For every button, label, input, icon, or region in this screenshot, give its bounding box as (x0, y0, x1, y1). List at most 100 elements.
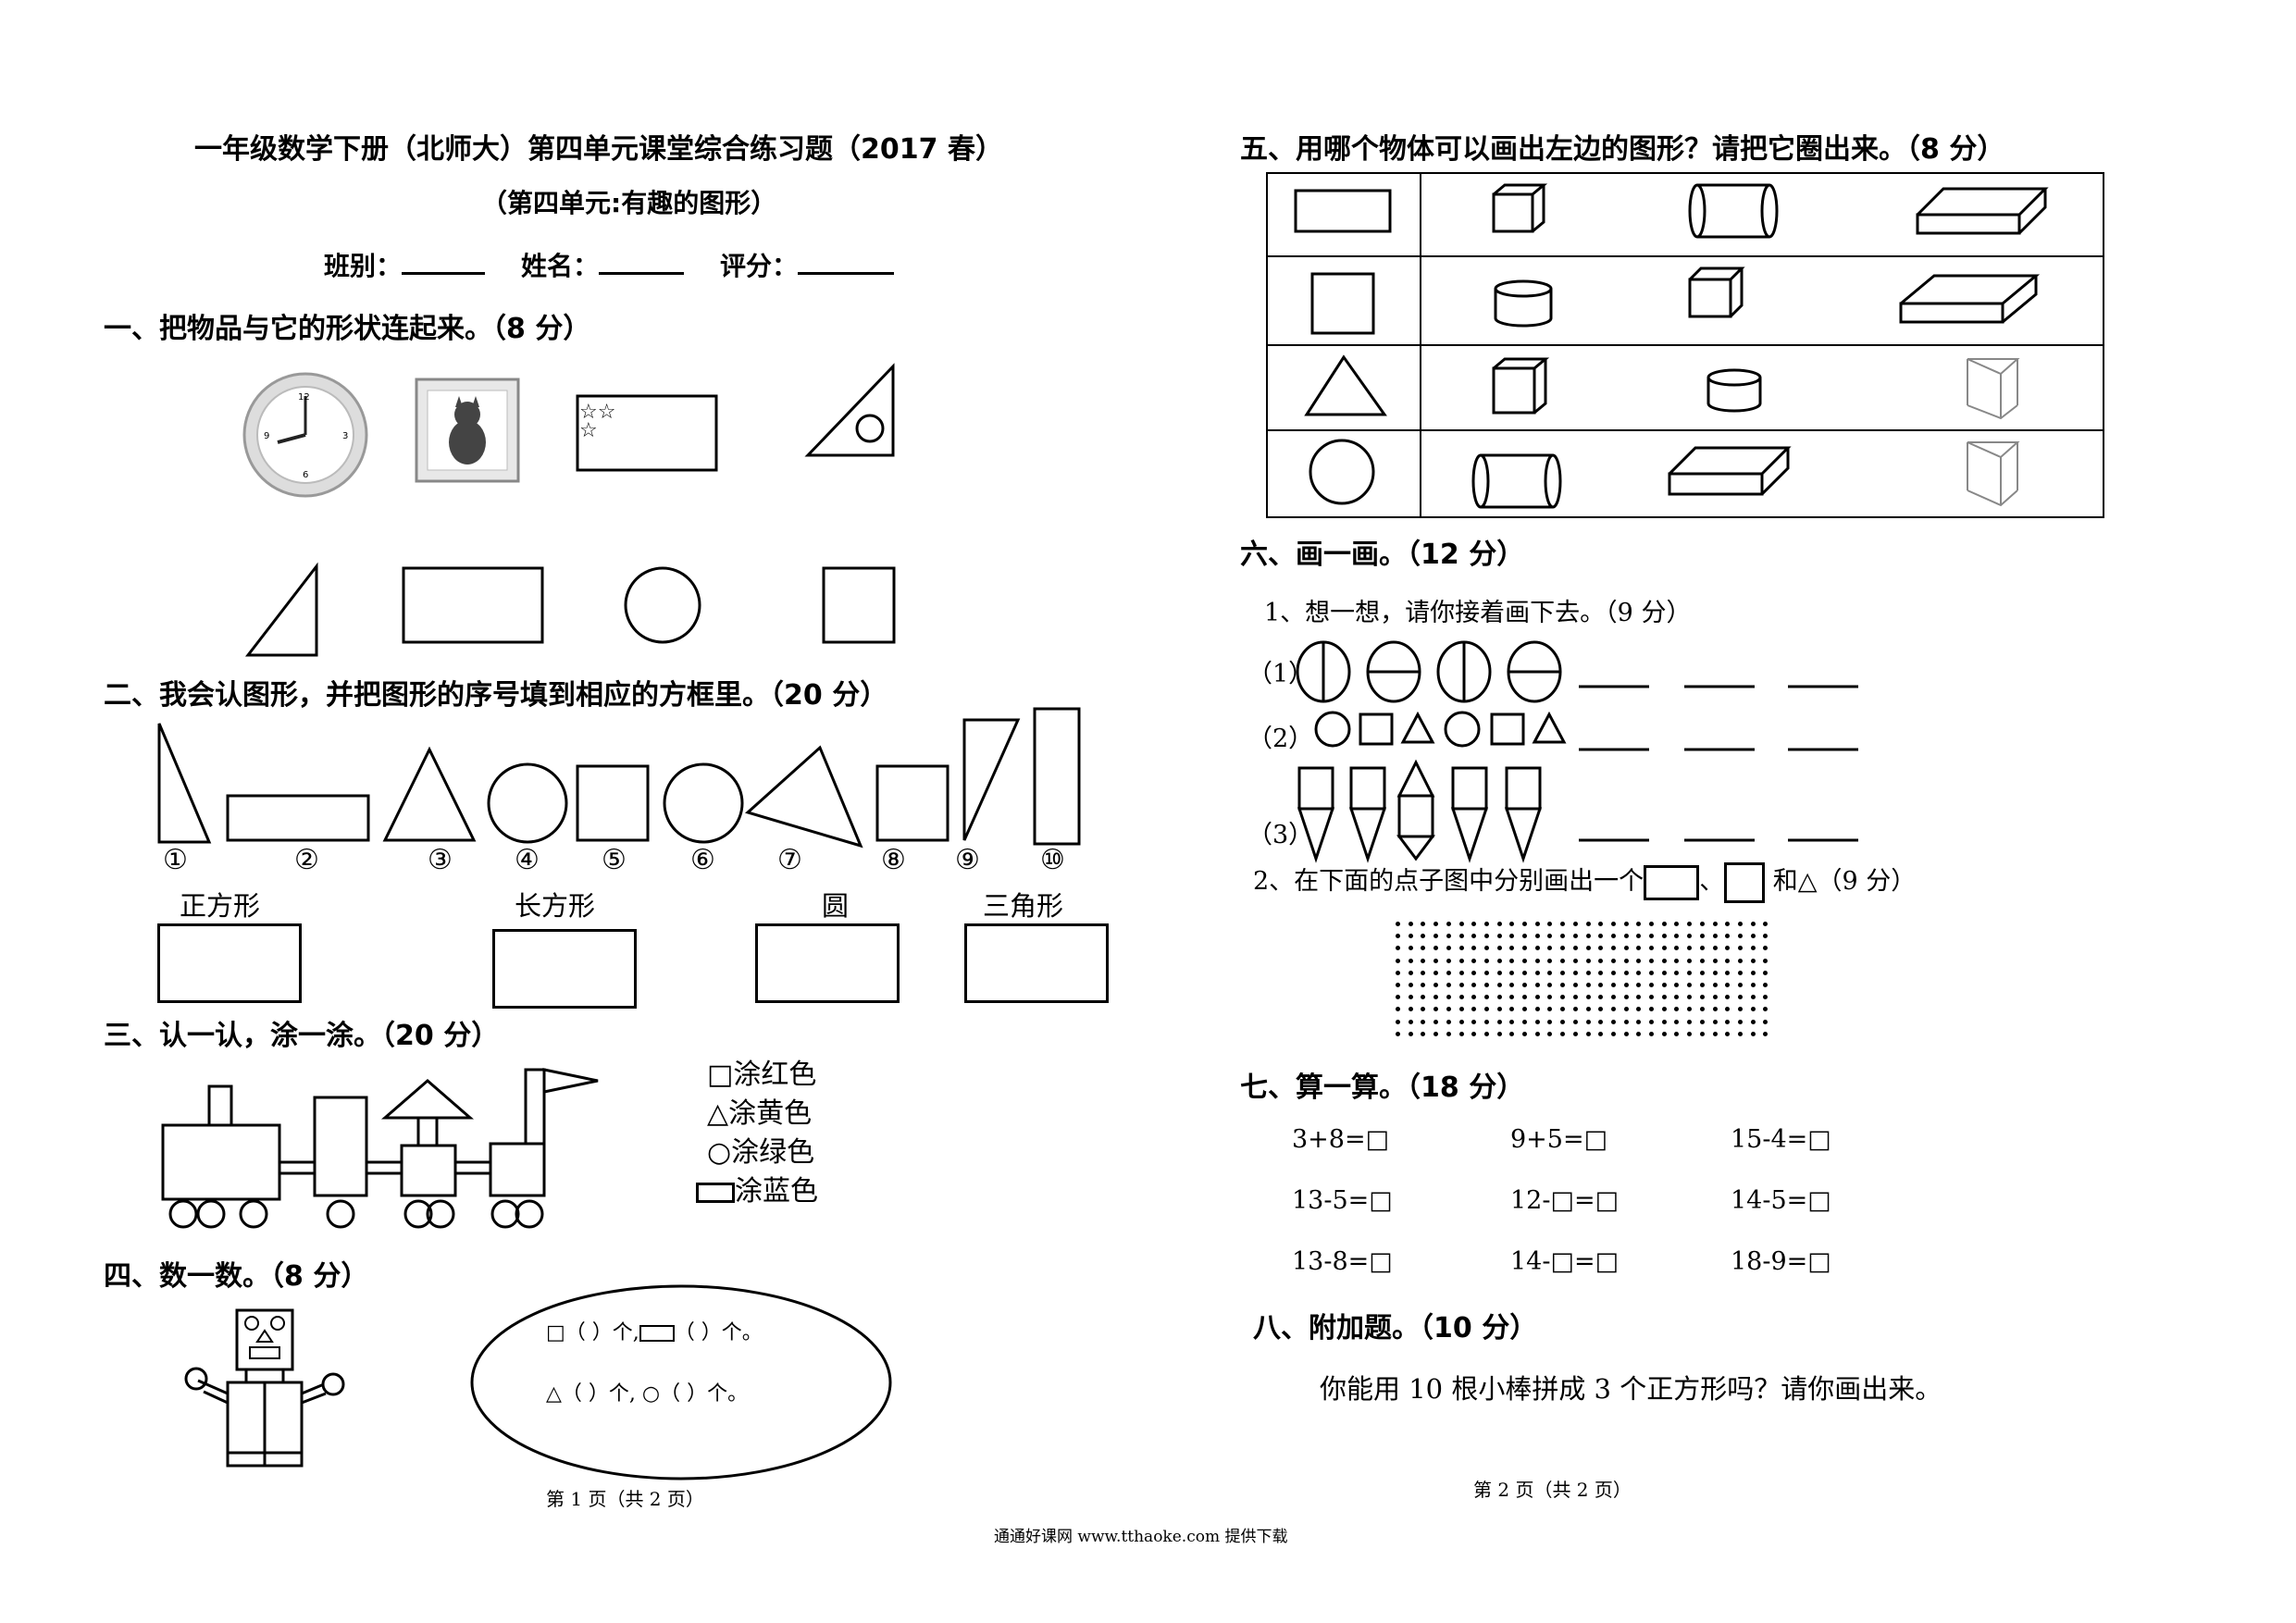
equation-3[interactable]: 15-4=□ (1731, 1125, 1831, 1154)
section-6-question-2: 2、在下面的点子图中分别画出一个、 和△（9 分） (1253, 861, 1916, 903)
grid-dot (1433, 983, 1439, 987)
grid-dot (1458, 922, 1464, 926)
class-blank[interactable] (402, 272, 486, 275)
grid-dot (1725, 922, 1731, 926)
grid-dot (1687, 1007, 1693, 1012)
score-blank[interactable] (798, 272, 895, 275)
legend-triangle-yellow: △涂黄色 (707, 1097, 813, 1130)
grid-dot (1458, 946, 1464, 951)
shape-3-triangle (382, 746, 477, 842)
grid-dot (1534, 946, 1540, 951)
page-1-footer: 第 1 页（共 2 页） (546, 1488, 704, 1510)
svg-text:9: 9 (264, 431, 269, 441)
equation-2[interactable]: 9+5=□ (1510, 1125, 1608, 1154)
grid-dot (1712, 983, 1718, 987)
grid-dot (1636, 970, 1642, 975)
grid-dot (1534, 995, 1540, 1000)
grid-dot (1636, 1031, 1642, 1036)
grid-dot (1712, 970, 1718, 975)
grid-dot (1610, 1031, 1616, 1036)
name-blank[interactable] (599, 272, 685, 275)
grid-dot (1547, 934, 1553, 939)
grid-dot (1534, 1019, 1540, 1024)
equation-5[interactable]: 12-□=□ (1510, 1186, 1620, 1215)
equation-8[interactable]: 14-□=□ (1510, 1247, 1620, 1276)
grid-dot (1699, 1019, 1705, 1024)
grid-dot (1636, 946, 1642, 951)
grid-dot (1446, 934, 1451, 939)
cylinder-icon (1688, 183, 1779, 239)
grid-dot (1737, 946, 1743, 951)
grid-dot (1687, 995, 1693, 1000)
answer-box-circle[interactable] (755, 923, 900, 1003)
category-triangle-label: 三角形 (983, 890, 1064, 922)
grid-dot (1471, 1007, 1477, 1012)
equation-1[interactable]: 3+8=□ (1292, 1125, 1390, 1154)
answer-box-square[interactable] (157, 923, 302, 1003)
grid-dot (1547, 995, 1553, 1000)
grid-dot (1547, 922, 1553, 926)
grid-dot (1725, 946, 1731, 951)
equation-4[interactable]: 13-5=□ (1292, 1186, 1393, 1215)
category-circle-label: 圆 (822, 890, 850, 922)
robot-picture (184, 1284, 892, 1481)
grid-dot (1763, 946, 1769, 951)
grid-dot (1496, 922, 1502, 926)
grid-dot (1649, 983, 1654, 987)
section-6-heading: 六、画一画。（12 分） (1240, 539, 1525, 571)
grid-dot (1661, 995, 1667, 1000)
grid-dot (1471, 922, 1477, 926)
equation-9[interactable]: 18-9=□ (1731, 1247, 1831, 1276)
equation-6[interactable]: 14-5=□ (1731, 1186, 1831, 1215)
svg-text:☆: ☆ (579, 419, 598, 442)
grid-dot (1483, 1007, 1489, 1012)
grid-dot (1446, 970, 1451, 975)
grid-dot (1763, 1019, 1769, 1024)
shape-6-circle (663, 762, 744, 844)
rectangle-icon (1644, 864, 1700, 900)
grid-dot (1623, 1019, 1629, 1024)
shape-number-8: ⑧ (881, 844, 906, 876)
grid-dot (1610, 995, 1616, 1000)
grid-dot (1458, 1019, 1464, 1024)
grid-dot (1623, 1031, 1629, 1036)
question-2-separator: 、 (1699, 867, 1725, 896)
dot-grid[interactable] (1396, 922, 1769, 1036)
grid-dot (1446, 995, 1451, 1000)
grid-dot (1585, 970, 1591, 975)
row-2-options-cell[interactable] (1420, 255, 2104, 346)
grid-dot (1598, 995, 1604, 1000)
grid-dot (1585, 946, 1591, 951)
section-2-shapes (157, 707, 1081, 849)
grid-dot (1623, 970, 1629, 975)
grid-dot (1421, 1019, 1426, 1024)
grid-dot (1522, 922, 1527, 926)
row-4-circle (1309, 439, 1375, 505)
grid-dot (1509, 946, 1515, 951)
grid-dot (1610, 958, 1616, 963)
train-picture[interactable] (0, 0, 1148, 1623)
grid-dot (1623, 922, 1629, 926)
grid-dot (1396, 922, 1400, 926)
grid-dot (1687, 934, 1693, 939)
grid-dot (1598, 946, 1604, 951)
grid-dot (1560, 983, 1566, 987)
grid-dot (1396, 995, 1400, 1000)
grid-dot (1458, 983, 1464, 987)
section-1-heading: 一、把物品与它的形状连起来。（8 分） (104, 313, 591, 345)
triangular-prism-icon (1967, 358, 2020, 420)
answer-box-rectangle[interactable] (492, 929, 637, 1009)
legend-square-red: □涂红色 (707, 1059, 817, 1091)
equation-7[interactable]: 13-8=□ (1292, 1247, 1393, 1276)
grid-dot (1471, 983, 1477, 987)
grid-dot (1433, 995, 1439, 1000)
grid-dot (1509, 1031, 1515, 1036)
shape-number-5: ⑤ (602, 844, 627, 876)
grid-dot (1598, 934, 1604, 939)
pattern-row-2-label: （2） (1247, 725, 1314, 753)
grid-dot (1572, 1007, 1578, 1012)
grid-dot (1408, 958, 1413, 963)
answer-box-triangle[interactable] (964, 923, 1109, 1003)
grid-dot (1396, 983, 1400, 987)
